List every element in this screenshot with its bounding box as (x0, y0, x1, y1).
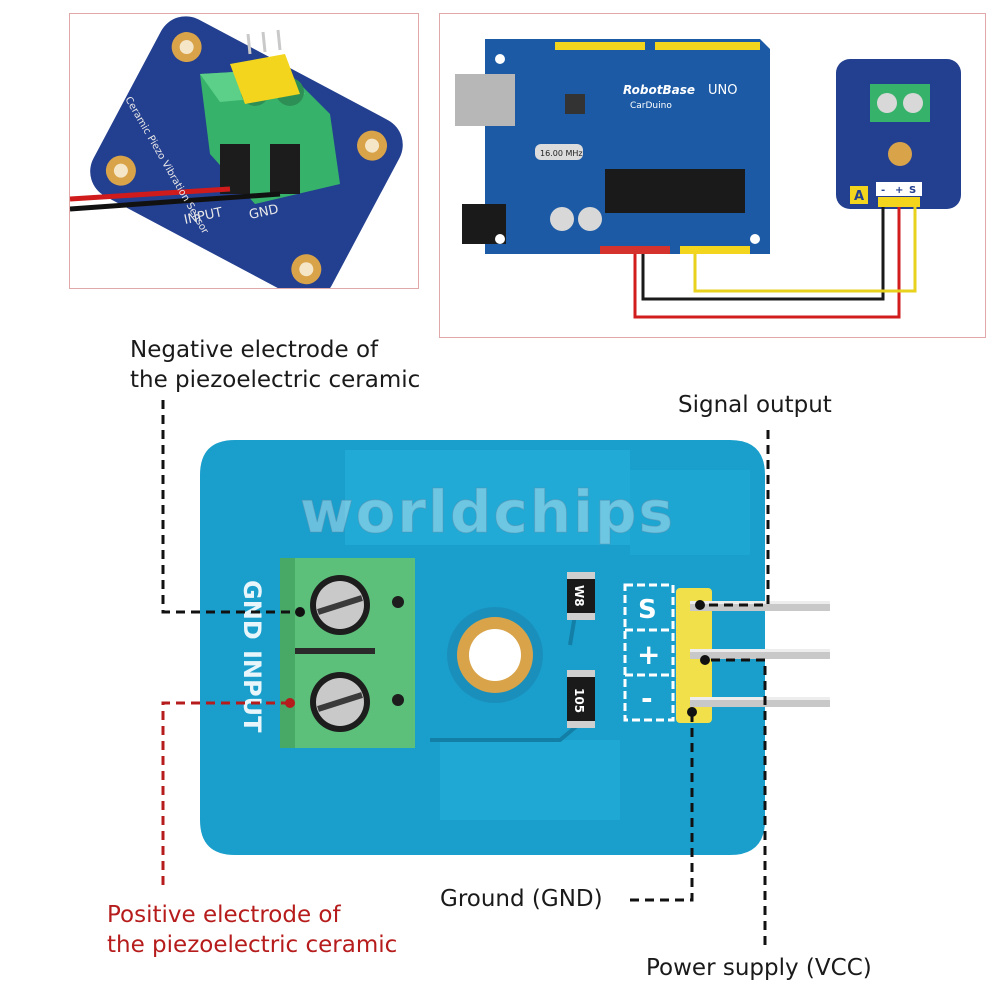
annotation-power: Power supply (VCC) (646, 955, 872, 981)
resistor-105 (567, 670, 595, 728)
annotation-negative-line1: Negative electrode of (130, 337, 379, 363)
resistor-w8 (567, 572, 595, 620)
annotation-ground: Ground (GND) (440, 886, 603, 912)
watermark: worldchips (299, 478, 676, 547)
atmega-chip (605, 169, 745, 213)
annotation-positive: Positive electrode of the piezoelectric … (107, 900, 397, 960)
leader-ground (630, 712, 694, 902)
leader-positive (161, 701, 290, 885)
annotation-negative-line2: the piezoelectric ceramic (130, 367, 421, 393)
photo-panel: INPUT GND Ceramic Piezo Vibration Sensor (69, 13, 419, 289)
pin-gnd (690, 697, 830, 707)
gnd-wire (641, 207, 885, 301)
usb-connector (455, 74, 515, 126)
arduino-brand: RobotBase (623, 83, 695, 97)
board-label-minus: - (641, 682, 653, 715)
module-letter: A (854, 189, 864, 204)
arduino-subtitle: CarDuino (630, 101, 672, 111)
board-label-input: INPUT (238, 650, 266, 733)
crystal (535, 144, 583, 160)
resistor-label-w8: W8 (572, 585, 586, 607)
annotation-negative: Negative electrode of the piezoelectric … (130, 335, 420, 395)
analog-header (680, 246, 750, 254)
digital-header (655, 42, 760, 50)
annotation-positive-line2: the piezoelectric ceramic (107, 932, 398, 958)
pin-vcc (690, 649, 830, 659)
leader-power (705, 658, 767, 945)
wiring-pin-plus: + (895, 185, 903, 196)
wiring-diagram: 16.00 MHz RobotBase UNO CarDuino A - + S (455, 39, 961, 319)
annotation-signal: Signal output (678, 392, 832, 418)
board-label-plus: + (637, 638, 660, 671)
wiring-pin-minus: - (881, 185, 885, 196)
signal-wire (693, 207, 917, 293)
board-label-s: S (638, 595, 657, 625)
sensor-photo: INPUT GND Ceramic Piezo Vibration Sensor (70, 16, 403, 288)
annotation-positive-line1: Positive electrode of (107, 902, 341, 928)
vcc-wire (633, 207, 901, 319)
arduino-model: UNO (708, 83, 737, 98)
resistor-label-105: 105 (572, 688, 586, 713)
wiring-pin-s: S (909, 185, 916, 196)
power-header (600, 246, 670, 254)
photo-pin-label-gnd: GND (248, 202, 280, 223)
crystal-label: 16.00 MHz (540, 149, 583, 158)
photo-header (230, 54, 300, 104)
wiring-panel: 16.00 MHz RobotBase UNO CarDuino A - + S (439, 13, 986, 338)
pin-label-box (623, 583, 675, 722)
leader-negative (161, 400, 300, 614)
board-label-gnd: GND (238, 580, 266, 640)
